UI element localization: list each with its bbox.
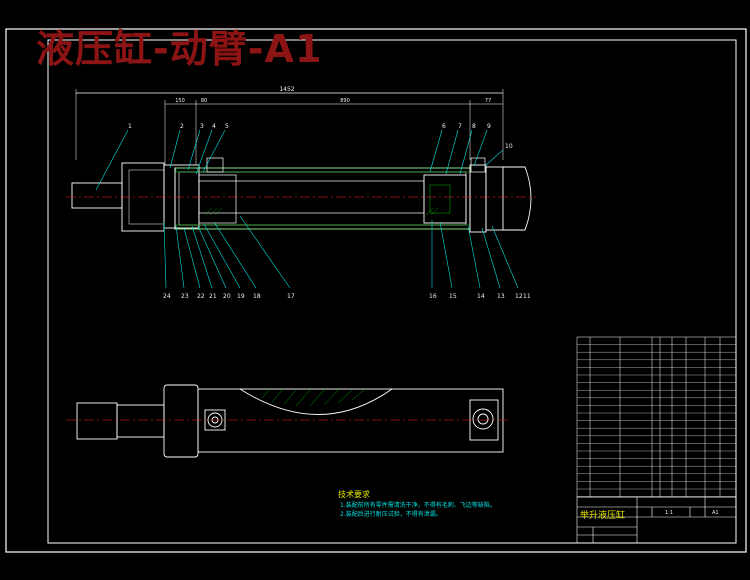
balloon-label: 3: [200, 123, 204, 130]
balloon-label: 14: [477, 293, 485, 300]
balloon-label: 15: [449, 293, 457, 300]
overall-dimension: 1452: [279, 86, 294, 93]
balloon-label: 19: [237, 293, 245, 300]
dimension-3: 890: [340, 98, 350, 104]
tech-note-line: 2.装配后进行耐压试验，不得有泄漏。: [340, 511, 442, 518]
bom-table: [576, 336, 737, 498]
balloons-top: 1 2 3 4 5 6 7 8 9 10: [128, 123, 513, 150]
balloon-label: 16: [429, 293, 437, 300]
balloon-label: 20: [223, 293, 231, 300]
section-view: [66, 89, 536, 289]
tech-notes-title: 技术要求: [338, 490, 370, 499]
dimension-2: 80: [201, 98, 207, 104]
balloon-label: 13: [497, 293, 505, 300]
balloon-label: 8: [472, 123, 476, 130]
inner-border: [47, 39, 737, 544]
balloon-label: 2: [180, 123, 184, 130]
balloons-bottom: 24 23 22 21 20 19 18 17 16 15 14 13 12 1…: [163, 293, 531, 300]
dimension-4: 77: [485, 98, 491, 104]
balloon-label: 1: [128, 123, 132, 130]
balloon-label: 10: [505, 143, 513, 150]
balloon-label: 9: [487, 123, 491, 130]
balloon-label: 6: [442, 123, 446, 130]
title-block-sheet: A1: [712, 510, 719, 516]
balloon-label: 21: [209, 293, 217, 300]
dimension-1: 150: [175, 98, 185, 104]
balloon-label: 23: [181, 293, 189, 300]
balloon-label: 7: [458, 123, 462, 130]
balloon-label: 11: [523, 293, 531, 300]
balloon-label: 18: [253, 293, 261, 300]
title-block: [576, 496, 737, 544]
balloon-label: 4: [212, 123, 216, 130]
title-block-name: 举升液压缸: [580, 511, 626, 521]
balloon-label: 24: [163, 293, 171, 300]
balloon-label: 22: [197, 293, 205, 300]
outer-border: [5, 28, 747, 553]
balloon-label: 5: [225, 123, 229, 130]
balloon-label: 17: [287, 293, 295, 300]
drawing-title: 液压缸-动臂-A1: [36, 27, 323, 71]
outside-view: [66, 384, 510, 458]
tech-note-line: 1.装配前所有零件需清洗干净，不得有毛刺、飞边等缺陷。: [340, 502, 496, 509]
bom-rows: [577, 344, 736, 497]
title-block-scale: 1:1: [665, 510, 673, 516]
balloon-label: 12: [515, 293, 523, 300]
